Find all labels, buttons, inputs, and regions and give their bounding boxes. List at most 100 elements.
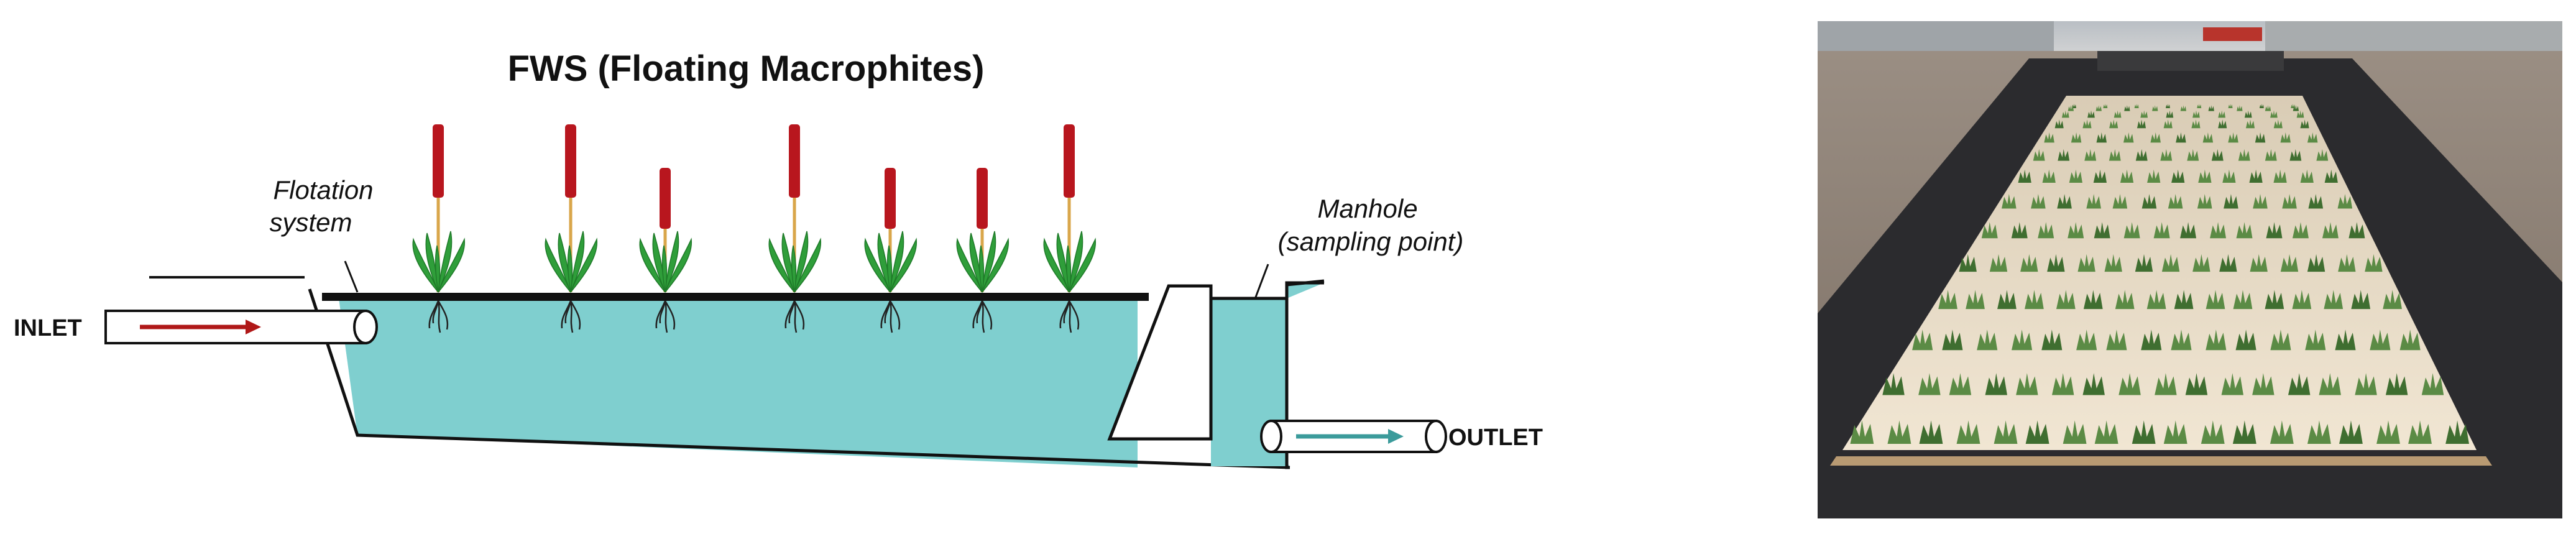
photo-plant-tuft xyxy=(2123,222,2140,239)
photo-plant-tuft xyxy=(2077,254,2095,272)
photo-plant-tuft xyxy=(2094,222,2110,239)
photo-plant-tuft xyxy=(2012,329,2033,351)
photo-plant-tuft xyxy=(2033,149,2045,161)
plant-roots xyxy=(784,300,805,333)
manhole-label-line2: (sampling point) xyxy=(1278,227,1464,256)
photo-plant-tuft xyxy=(2150,132,2161,143)
photo-plant-tuft xyxy=(2235,329,2256,351)
photo-plant-tuft xyxy=(2198,169,2212,183)
photo-plant-tuft xyxy=(2124,105,2130,111)
photo-plant-tuft xyxy=(2171,329,2192,351)
photo-plant-tuft xyxy=(2134,104,2139,108)
photo-plant-tuft xyxy=(2244,110,2252,118)
photo-plant-tuft xyxy=(2115,290,2135,310)
photo-plant-tuft xyxy=(2307,254,2325,272)
photo-plant-tuft xyxy=(2180,105,2187,111)
cattail-head xyxy=(789,124,800,198)
photo-plant-tuft xyxy=(2106,329,2127,351)
photo-plant-tuft xyxy=(2132,420,2156,444)
photo-plant-tuft xyxy=(2337,193,2353,209)
photo-plant-tuft xyxy=(2011,222,2028,239)
photo-plant-tuft xyxy=(2305,329,2326,351)
photo-plant-tuft xyxy=(2237,105,2243,111)
photo-plant-tuft xyxy=(2163,420,2187,444)
flotation-pointer xyxy=(344,260,359,293)
photo-plant-tuft xyxy=(2123,132,2134,143)
photo-plant-tuft xyxy=(2210,222,2227,239)
photo-plant-tuft xyxy=(2316,149,2329,161)
photo-plant-tuft xyxy=(1966,290,1985,310)
photo-plant-tuft xyxy=(2265,105,2271,111)
photo-plant-tuft xyxy=(2208,105,2214,111)
photo-plant-tuft xyxy=(2385,373,2408,395)
photo-plant-tuft xyxy=(2103,104,2108,108)
photo-plant-tuft xyxy=(2118,373,2141,395)
diagram-title: FWS (Floating Macrophites) xyxy=(508,48,985,89)
photo-plant-tuft xyxy=(2071,132,2082,143)
cattail-head xyxy=(1064,124,1075,198)
photo-plant-tuft xyxy=(2228,132,2238,143)
photo-plant-tuft xyxy=(2383,290,2402,310)
photo-plant-tuft xyxy=(2038,222,2054,239)
photo-plant-tuft xyxy=(2270,420,2294,444)
outlet-arrow xyxy=(1296,429,1404,444)
photo-plant-tuft xyxy=(2324,169,2338,183)
photo-plant-tuft xyxy=(2086,193,2101,209)
photo-plant-tuft xyxy=(2197,104,2202,108)
photo-plant-tuft xyxy=(2282,193,2297,209)
photo-plant-tuft xyxy=(2135,149,2148,161)
photo-plant-tuft xyxy=(2051,373,2074,395)
photo-plant-tuft xyxy=(2137,119,2146,129)
photo-plant-tuft xyxy=(1989,254,2008,272)
photo-plant-tuft xyxy=(2292,222,2309,239)
photo-plant-tuft xyxy=(2300,119,2309,129)
photo-plant-tuft xyxy=(2324,290,2344,310)
photo-plant-tuft xyxy=(1959,254,1977,272)
photo-plant-tuft xyxy=(2293,105,2299,111)
photo-plant-tuft xyxy=(2094,420,2118,444)
photo-plant-tuft xyxy=(2109,119,2118,129)
photo-plant-tuft xyxy=(2176,132,2186,143)
cattail-plant xyxy=(639,168,692,333)
photo-plant-tuft xyxy=(2141,193,2157,209)
photo-plant-tuft xyxy=(2408,420,2432,444)
photo-plant-tuft xyxy=(1997,290,2017,310)
photo-plant-tuft xyxy=(2042,169,2056,183)
cattail-head xyxy=(433,124,444,198)
photo-far-tank xyxy=(2097,51,2284,71)
photo-plant-tuft xyxy=(2020,254,2038,272)
photo-plant-tuft xyxy=(2082,119,2092,129)
photo-plant-tuft xyxy=(2238,149,2250,161)
photo-plant-tuft xyxy=(2250,254,2268,272)
photo-plant-tuft xyxy=(2140,110,2148,118)
photo-plant-tuft xyxy=(1887,420,1911,444)
photo-plant-tuft xyxy=(2307,132,2318,143)
cattail-plant xyxy=(864,168,918,333)
photo-plant-tuft xyxy=(2253,193,2268,209)
photo-plant-tuft xyxy=(2270,329,2291,351)
photo-plant-tuft xyxy=(2338,254,2356,272)
photo-plant-tuft xyxy=(2153,222,2170,239)
photo-plant-tuft xyxy=(2087,110,2095,118)
photo-plant-tuft xyxy=(2076,329,2097,351)
photo-plant-tuft xyxy=(1912,329,1933,351)
plant-roots xyxy=(972,300,993,333)
photo-plant-tuft xyxy=(2218,119,2227,129)
cattail-plants xyxy=(412,124,1097,333)
photo-plant-tuft xyxy=(2112,193,2128,209)
photo-plant-tuft xyxy=(2265,290,2284,310)
cattail-plant xyxy=(1043,124,1097,333)
photo-plant-tuft xyxy=(2224,193,2238,209)
photo-plant-tuft xyxy=(2096,132,2107,143)
photo-plant-tuft xyxy=(2069,169,2082,183)
photo-plant-tuft xyxy=(2335,329,2356,351)
photo-plant-tuft xyxy=(1994,420,2018,444)
photo-plant-tuft xyxy=(2061,110,2069,118)
photo-plant-tuft xyxy=(2054,119,2064,129)
flotation-label-line1: Flotation xyxy=(273,175,373,205)
photo-plant-tuft xyxy=(2322,222,2339,239)
photo-plant-tuft xyxy=(2249,169,2263,183)
photo-plant-tuft xyxy=(2265,149,2277,161)
photo-building xyxy=(1818,21,2054,55)
photo-plant-tuft xyxy=(2288,373,2311,395)
